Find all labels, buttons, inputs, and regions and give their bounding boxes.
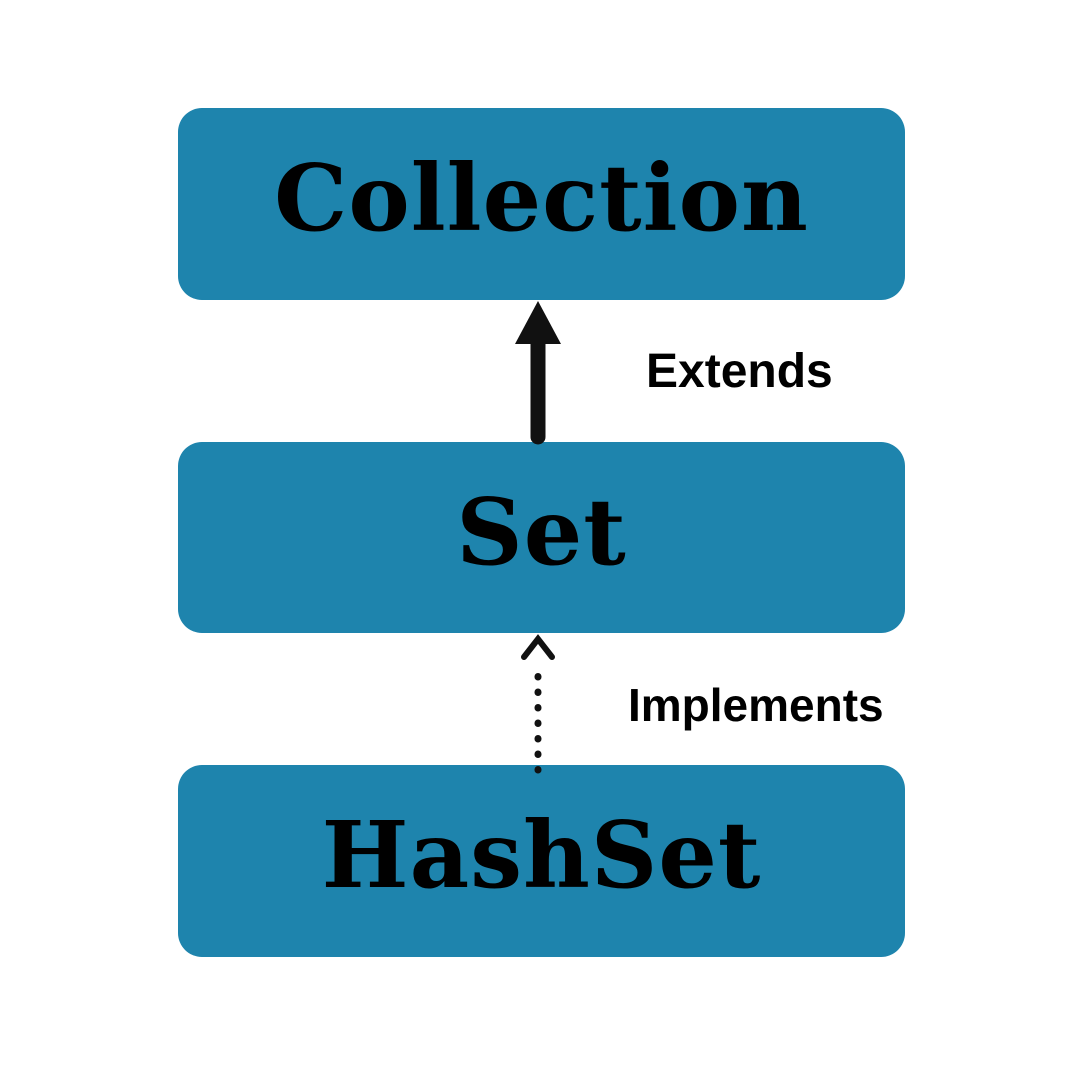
node-collection-label: Collection	[274, 144, 809, 252]
implements-arrow-icon	[521, 634, 555, 774]
edge-label-extends: Extends	[646, 345, 833, 398]
edge-label-implements: Implements	[628, 679, 884, 731]
node-collection: Collection	[178, 108, 905, 300]
extends-arrow-icon	[515, 301, 561, 445]
node-hashset: HashSet	[178, 765, 905, 957]
node-set-label: Set	[456, 477, 627, 586]
node-hashset-label: HashSet	[321, 801, 762, 909]
node-set: Set	[178, 442, 905, 633]
